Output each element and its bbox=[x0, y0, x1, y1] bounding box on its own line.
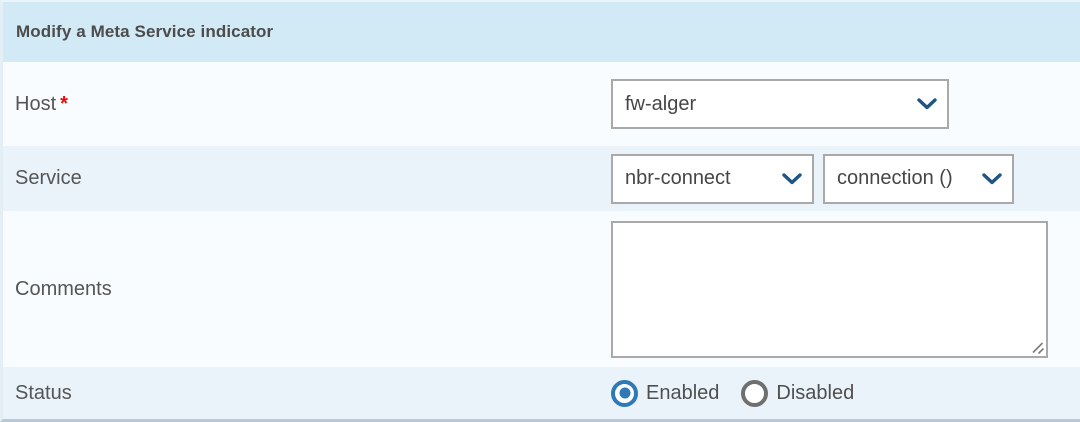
metric-select-value: connection () bbox=[837, 167, 953, 189]
status-radio-disabled[interactable] bbox=[741, 379, 769, 407]
status-radio-enabled[interactable] bbox=[611, 379, 638, 407]
comments-textarea-wrap bbox=[611, 220, 1048, 358]
status-radio-enabled-label: Enabled bbox=[646, 381, 720, 404]
service-select-value: nbr-connect bbox=[625, 167, 731, 189]
service-select[interactable]: nbr-connect bbox=[611, 153, 814, 204]
status-row: Status Enabled Disabled bbox=[3, 367, 1080, 419]
status-radio-group: Enabled Disabled bbox=[611, 379, 855, 407]
host-select-value: fw-alger bbox=[625, 92, 697, 115]
comments-row: Comments bbox=[3, 211, 1080, 367]
comments-label-cell: Comments bbox=[3, 278, 611, 301]
chevron-down-icon bbox=[982, 172, 1002, 184]
host-row: Host* fw-alger bbox=[3, 62, 1080, 146]
chevron-down-icon bbox=[917, 98, 937, 110]
status-radio-disabled-label: Disabled bbox=[776, 381, 855, 404]
comments-label: Comments bbox=[15, 277, 112, 300]
host-label-cell: Host* bbox=[3, 93, 611, 116]
form-header: Modify a Meta Service indicator bbox=[3, 2, 1080, 62]
required-asterisk: * bbox=[60, 92, 68, 115]
service-label: Service bbox=[15, 167, 82, 189]
service-row: Service nbr-connect connection () bbox=[3, 146, 1080, 211]
status-label-cell: Status bbox=[3, 382, 611, 405]
service-label-cell: Service bbox=[3, 167, 611, 190]
status-label: Status bbox=[15, 381, 72, 404]
comments-textarea[interactable] bbox=[611, 220, 1048, 358]
page-title: Modify a Meta Service indicator bbox=[16, 22, 274, 41]
host-label: Host bbox=[15, 92, 57, 115]
metric-select[interactable]: connection () bbox=[823, 153, 1014, 204]
host-select[interactable]: fw-alger bbox=[611, 79, 949, 129]
chevron-down-icon bbox=[782, 172, 802, 184]
